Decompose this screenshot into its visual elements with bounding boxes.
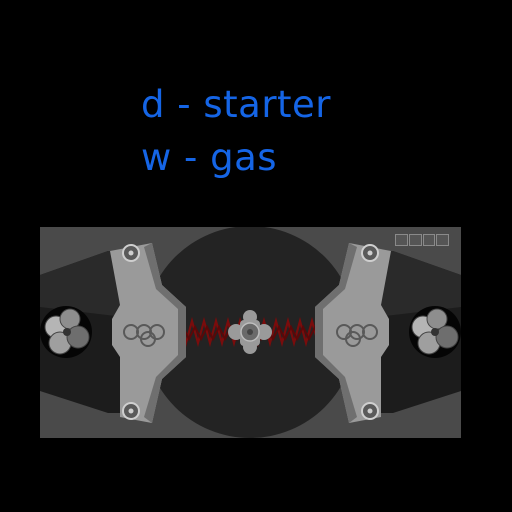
status-cell [422, 234, 436, 246]
status-cell [408, 234, 422, 246]
starter-key-hint: d - starter [141, 83, 332, 126]
left-arm[interactable] [110, 243, 186, 423]
gas-key-hint: w - gas [141, 136, 278, 179]
controls-instructions: d - starter w - gas [141, 78, 331, 184]
status-cell [395, 234, 408, 246]
center-hub [228, 310, 272, 354]
right-arm[interactable] [315, 243, 391, 423]
status-indicator [395, 234, 449, 246]
left-flywheel[interactable] [40, 306, 92, 358]
right-flywheel[interactable] [409, 306, 461, 358]
engine-machine[interactable] [40, 227, 461, 438]
status-cell [436, 234, 449, 246]
